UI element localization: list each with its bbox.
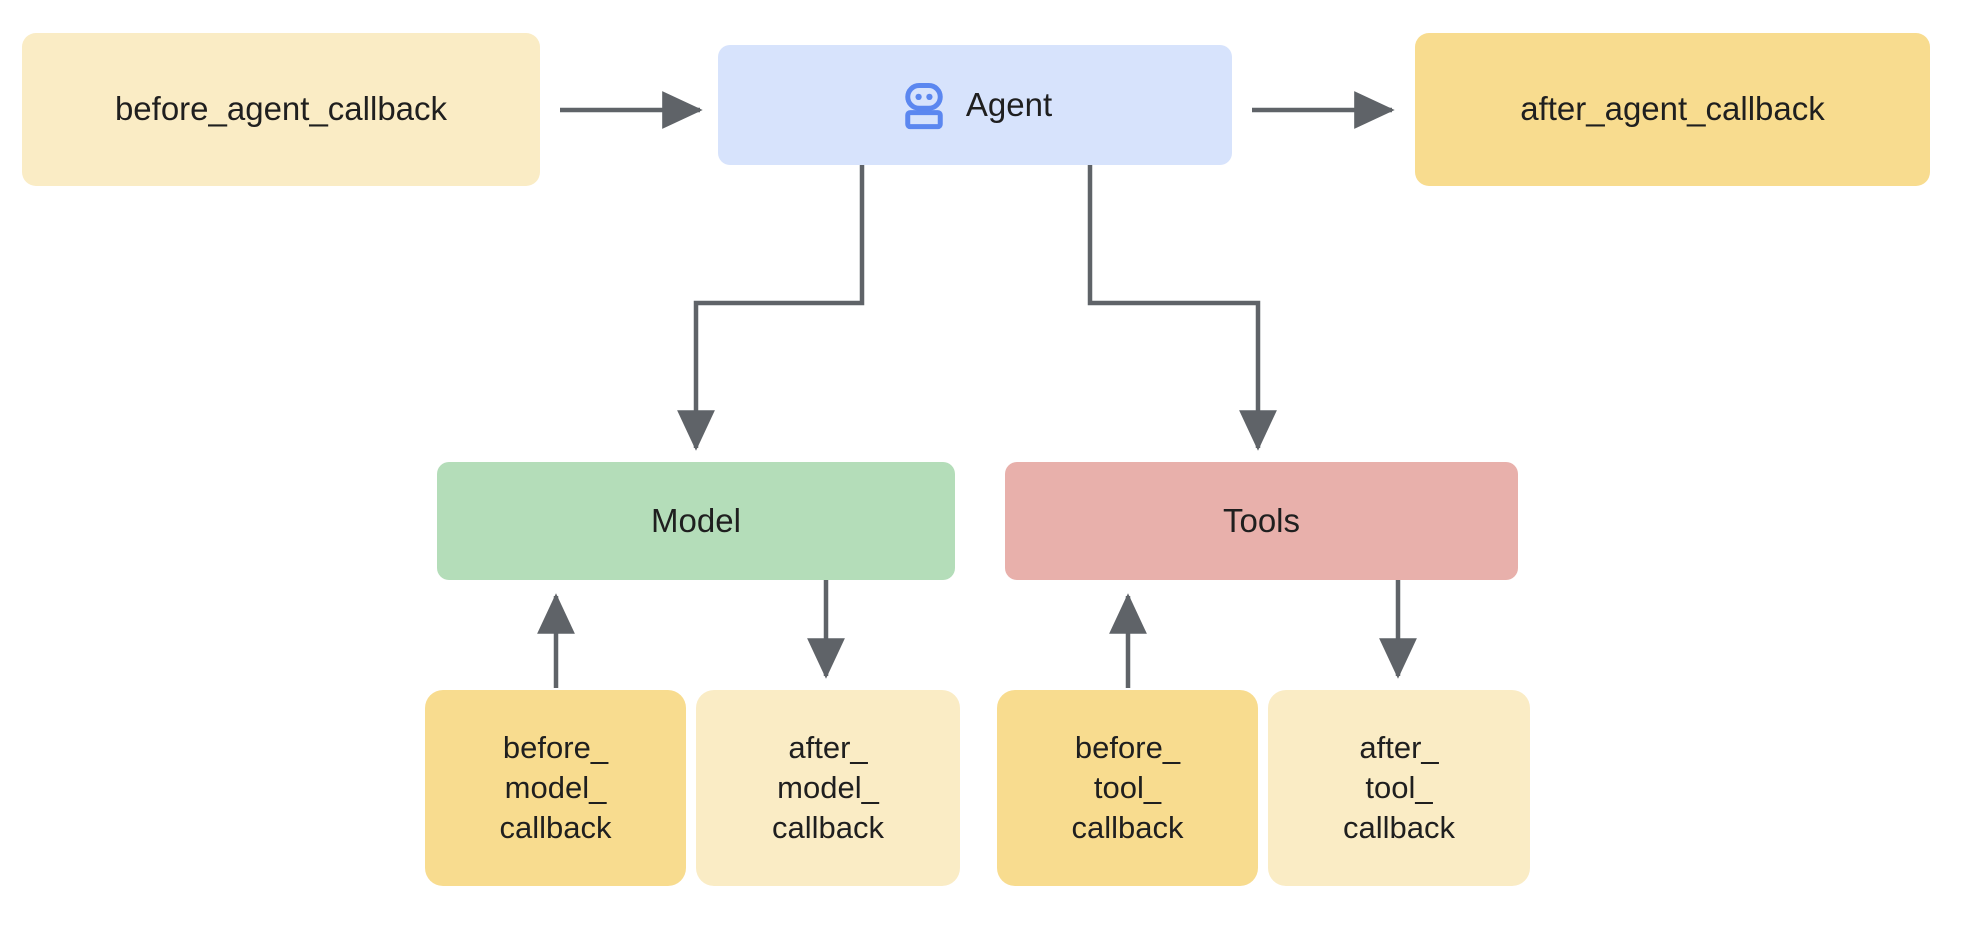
node-tools[interactable]: Tools bbox=[1005, 462, 1518, 580]
node-model[interactable]: Model bbox=[437, 462, 955, 580]
node-label: Model bbox=[651, 501, 741, 539]
node-before-model-callback[interactable]: before_ model_ callback bbox=[425, 690, 686, 886]
node-label: Agent bbox=[965, 85, 1053, 123]
node-label: before_ tool_ callback bbox=[1071, 730, 1184, 845]
node-label: before_ model_ callback bbox=[499, 730, 612, 845]
node-label: after_ model_ callback bbox=[772, 730, 884, 845]
node-label: before_agent_callback bbox=[114, 90, 448, 128]
agent-content: Agent bbox=[898, 79, 1052, 131]
node-before-tool-callback[interactable]: before_ tool_ callback bbox=[997, 690, 1258, 886]
node-before-agent-callback[interactable]: before_agent_callback bbox=[22, 33, 540, 186]
node-label: Tools bbox=[1222, 501, 1301, 539]
robot-icon bbox=[898, 79, 950, 131]
node-agent[interactable]: Agent bbox=[718, 45, 1232, 165]
node-label: after_agent_callback bbox=[1520, 90, 1825, 128]
edge-agent-to-model bbox=[677, 165, 865, 451]
node-after-model-callback[interactable]: after_ model_ callback bbox=[696, 690, 960, 886]
node-after-tool-callback[interactable]: after_ tool_ callback bbox=[1268, 690, 1530, 886]
node-after-agent-callback[interactable]: after_agent_callback bbox=[1415, 33, 1930, 186]
node-label: after_ tool_ callback bbox=[1343, 730, 1455, 845]
edge-agent-to-tools bbox=[1087, 165, 1277, 451]
